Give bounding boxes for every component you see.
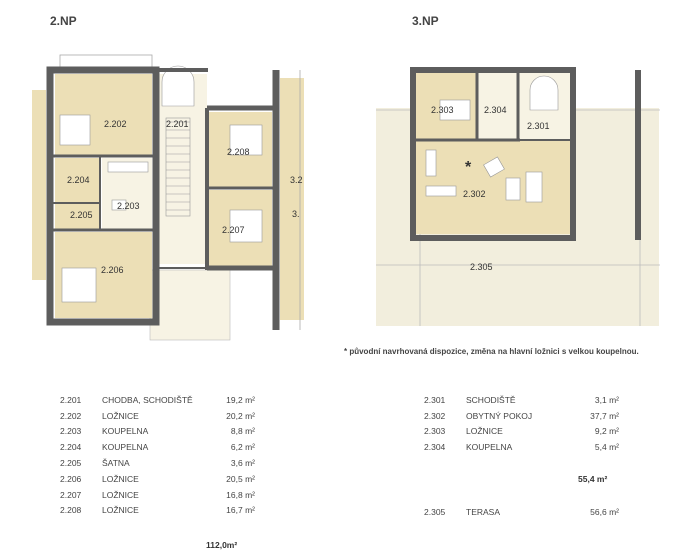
- label-2206: 2.206: [101, 265, 124, 275]
- plan-note: * původní navrhovaná dispozice, změna na…: [344, 347, 639, 356]
- floor-plan-3np: 2.303 2.304 2.301 2.302 2.305 *: [376, 67, 660, 326]
- furniture-2np: [59, 114, 263, 303]
- label-neighbour-2: 3.: [292, 209, 300, 219]
- room-2205: [55, 204, 100, 230]
- label-2205: 2.205: [70, 210, 93, 220]
- label-2302: 2.302: [463, 189, 486, 199]
- label-2303: 2.303: [431, 105, 454, 115]
- floor-title-2np: 2.NP: [50, 14, 77, 28]
- room-2304: [478, 72, 518, 140]
- label-neighbour-1: 3.2: [290, 175, 303, 185]
- label-2201: 2.201: [166, 119, 189, 129]
- label-2304: 2.304: [484, 105, 507, 115]
- floor-title-3np: 3.NP: [412, 14, 439, 28]
- neighbour-unit-left: [32, 90, 46, 280]
- label-2301: 2.301: [527, 121, 550, 131]
- furniture-3np: [425, 99, 543, 203]
- label-2203: 2.203: [117, 201, 140, 211]
- walls-3np: [410, 67, 641, 241]
- label-2305: 2.305: [470, 262, 493, 272]
- paving-2np: [149, 269, 231, 341]
- total-3np: 55,4 m²: [578, 474, 608, 484]
- label-2208: 2.208: [227, 147, 250, 157]
- label-2204: 2.204: [67, 175, 90, 185]
- walls-2np: [46, 66, 280, 330]
- stairs-2np: [161, 65, 195, 217]
- room-2204: [55, 158, 100, 202]
- label-2202: 2.202: [104, 119, 127, 129]
- asterisk-marker: *: [465, 159, 472, 176]
- stairs-3np: [529, 75, 559, 111]
- label-2207: 2.207: [222, 225, 245, 235]
- total-2np: 112,0m²: [206, 540, 238, 550]
